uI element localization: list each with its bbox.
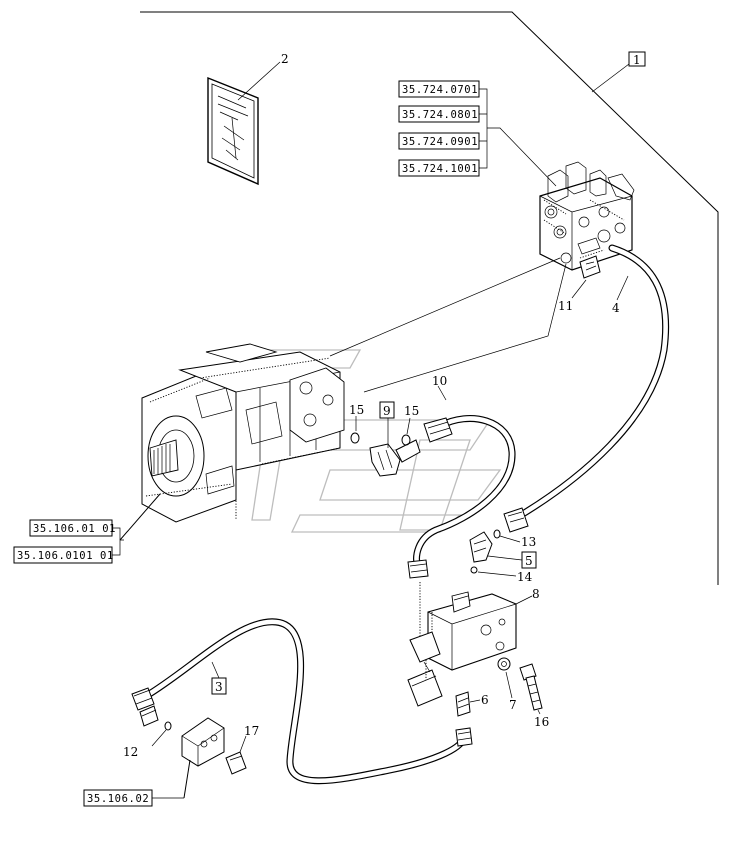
- leader-12: [151, 729, 167, 747]
- bolt-16: [519, 663, 543, 711]
- callout-15a: 15: [349, 403, 364, 417]
- hose-4: [512, 244, 670, 522]
- callout-4: 4: [612, 301, 620, 315]
- callout-7: 7: [509, 698, 517, 712]
- elbow-fitting-5: [469, 531, 493, 563]
- leader-3: [211, 661, 220, 679]
- ref-35-106-02: 35.106.02: [87, 793, 149, 805]
- leader-1: [591, 63, 630, 93]
- manual-document-part: [207, 76, 259, 186]
- fitting-6: [455, 691, 471, 717]
- callout-13: 13: [521, 535, 536, 549]
- ref-35-724-0701: 35.724.0701: [402, 84, 478, 96]
- callout-9: 9: [383, 404, 391, 418]
- valve-reference-group: 35.724.0701 35.724.0801 35.724.0901 35.7…: [398, 80, 557, 187]
- fitting-11: [579, 255, 601, 279]
- callout-9-box: [379, 401, 395, 419]
- leader-7: [505, 671, 513, 699]
- cap-17: [225, 751, 247, 775]
- leader-5: [487, 555, 523, 561]
- leader-13: [499, 535, 521, 543]
- o-ring-15-a: [350, 432, 360, 444]
- callout-12: 12: [123, 745, 138, 759]
- leader-pump: [119, 493, 161, 541]
- ref-35-106-01-01: 35.106.01 01: [33, 523, 116, 535]
- callout-5: 5: [525, 554, 533, 568]
- callout-8: 8: [532, 587, 540, 601]
- ref-35-106-0101-01: 35.106.0101 01: [17, 550, 114, 562]
- leader-block: [183, 759, 191, 799]
- phantom-line-b: [363, 263, 567, 393]
- leader-6: [469, 699, 481, 703]
- callout-2: 2: [281, 52, 289, 66]
- hydraulic-pump: [141, 343, 345, 523]
- callout-15b: 15: [404, 404, 419, 418]
- port-block: [181, 717, 225, 767]
- callout-1-box: [628, 51, 646, 67]
- callout-11: 11: [558, 299, 573, 313]
- o-ring-15-b: [401, 434, 411, 446]
- leader-17: [239, 735, 247, 753]
- o-ring-14: [470, 566, 478, 574]
- leader-2: [237, 61, 281, 101]
- leader-8: [515, 595, 533, 605]
- valve-block-8: [419, 582, 517, 671]
- callout-6: 6: [481, 693, 489, 707]
- ref-35-724-0801: 35.724.0801: [402, 109, 478, 121]
- ref-35-724-0901: 35.724.0901: [402, 136, 478, 148]
- bracket-pump: [112, 527, 124, 556]
- leader-10: [437, 385, 447, 401]
- ref-35-724-1001: 35.724.1001: [402, 163, 478, 175]
- callout-14: 14: [517, 570, 533, 584]
- leader-15-b: [406, 417, 411, 435]
- leader-14: [477, 571, 517, 577]
- o-ring-13: [493, 529, 501, 539]
- washer-7: [497, 657, 511, 671]
- callout-16: 16: [534, 715, 549, 729]
- fitting-12: [139, 705, 159, 727]
- callout-1: 1: [633, 53, 641, 67]
- phantom-line-a: [329, 257, 561, 357]
- leader-4: [616, 275, 629, 301]
- leader-16: [537, 709, 541, 715]
- leader-11: [571, 279, 587, 299]
- callout-10: 10: [432, 374, 447, 388]
- solenoid-coil: [407, 631, 443, 707]
- callout-17: 17: [244, 724, 259, 738]
- callout-3: 3: [215, 680, 223, 694]
- o-ring-12: [164, 721, 172, 731]
- group-boundary-line: [140, 11, 719, 585]
